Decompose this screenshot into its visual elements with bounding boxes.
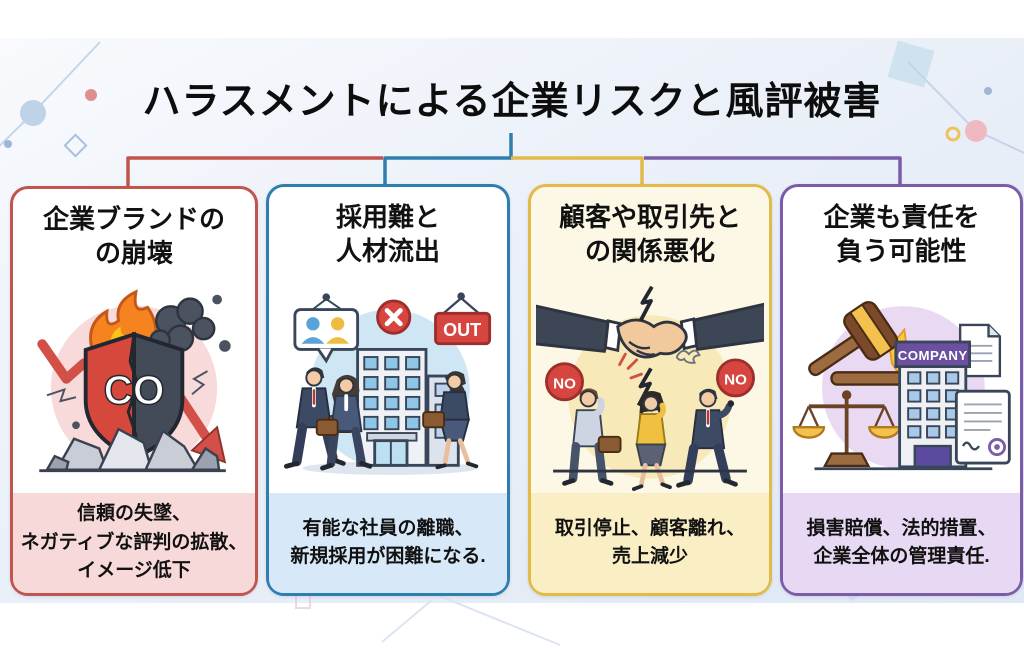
handshake-icon [536,302,764,359]
page-title: ハラスメントによる企業リスクと風評被害 [142,81,882,123]
lightning-top-icon [638,285,654,322]
gavel-icon [808,300,922,386]
card-illustration: OUT [269,269,507,493]
card-customer-relations: 顧客や取引先と の関係悪化 NO [528,184,772,596]
walking-woman2-icon [422,370,479,469]
legal-judgment-illustration: COMPANY [792,300,1011,470]
connector-tree [126,133,902,186]
card-title: 企業ブランドの の崩壊 [42,204,225,268]
card-consequences: 有能な社員の離職、 新規採用が困難になる. [269,493,507,593]
card-title: 企業も責任を 負う可能性 [823,202,980,266]
burning-shield-illustration: CO [37,288,231,472]
card-illustration: CO [13,271,255,493]
rubble-icon [44,427,221,471]
signed-document-icon [954,389,1011,465]
employees-leaving-illustration: OUT [283,292,492,475]
stress-marks-icon [618,352,643,379]
card-consequences: 損害賠償、法的措置、 企業全体の管理責任. [783,493,1020,593]
man-on-phone-icon [562,387,622,486]
card-consequences: 信頼の失墜、 ネガティブな評判の拡散、 イメージ低下 [13,493,255,593]
scribble-icon [675,349,701,364]
out-sign-label: OUT [443,320,481,340]
walking-woman-icon [315,374,373,471]
shield-label: CO [104,367,165,413]
no-badge-left-icon: NO [545,361,584,401]
crack-right-icon [191,369,208,395]
company-banner [894,340,972,368]
card-title: 顧客や取引先と の関係悪化 [558,202,741,266]
card-consequences: 取引停止、顧客離れ、 売上減少 [531,493,769,593]
card-corporate-liability: 企業も責任を 負う可能性 [780,184,1023,596]
connector-purple [644,156,902,186]
card-brand-collapse: 企業ブランドの の崩壊 CO [10,186,258,596]
card-illustration: NO NO [531,269,769,493]
no-badge-right-icon: NO [716,358,755,397]
out-sign: OUT [434,292,492,345]
office-building-icon [356,347,460,467]
connector-yellow [511,156,644,186]
card-talent-outflow: 採用難と 人材流出 [266,184,510,596]
signature-icon [961,441,981,451]
crack-left-icon [46,387,77,403]
connector-red [126,156,383,186]
company-banner-label: COMPANY [898,348,968,363]
svg-text:NO: NO [724,371,747,388]
seal-icon [988,437,1007,456]
svg-text:NO: NO [553,375,576,392]
scales-of-justice-icon [792,389,901,467]
card-illustration: COMPANY [783,269,1020,493]
card-title: 採用難と 人材流出 [335,202,440,266]
x-badge-icon [376,299,412,335]
connector-blue [383,156,513,186]
broken-handshake-illustration: NO NO [536,285,764,491]
people-speech-bubble-icon [293,292,360,364]
man-leaving-icon [676,388,738,488]
woman-on-phone-icon [631,390,672,491]
